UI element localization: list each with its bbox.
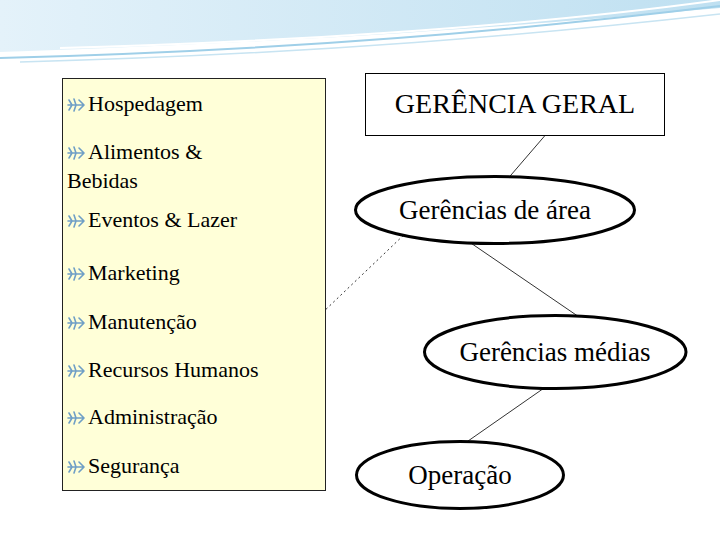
bullet-icon xyxy=(67,97,85,113)
bullet-plane xyxy=(68,461,84,473)
level-label: Operação xyxy=(408,460,511,491)
area-label: Marketing xyxy=(88,260,180,285)
list-item: Hospedagem xyxy=(67,89,319,118)
bullet-plane xyxy=(68,99,84,111)
ellipse-shape xyxy=(356,177,635,244)
area-label: Manutenção xyxy=(88,309,197,334)
area-label: Eventos & Lazer xyxy=(88,207,237,232)
bullet-icon xyxy=(67,459,85,475)
list-item: Manutenção xyxy=(67,307,319,336)
bullet-plane xyxy=(68,317,84,329)
bullet-plane xyxy=(68,147,84,159)
title-box: GERÊNCIA GERAL xyxy=(365,73,665,136)
bullet-icon xyxy=(67,315,85,331)
level-ellipse: Gerências de área xyxy=(354,175,636,245)
bullet-icon xyxy=(67,145,85,161)
bullet-icon xyxy=(67,363,85,379)
bullet-plane xyxy=(68,365,84,377)
area-label: Segurança xyxy=(88,453,180,478)
hierarchy-connector xyxy=(471,243,578,316)
list-item: Marketing xyxy=(67,258,319,287)
list-item: Administração xyxy=(67,402,319,431)
swoosh-line xyxy=(20,14,720,62)
level-label: Gerências de área xyxy=(399,195,591,226)
bullet-plane xyxy=(68,215,84,227)
bullet-plane xyxy=(68,268,84,280)
list-item: Segurança xyxy=(67,451,319,480)
bullet-plane xyxy=(68,412,84,424)
level-label: GERÊNCIA GERAL xyxy=(395,88,635,120)
list-item: Alimentos & Bebidas xyxy=(67,137,242,195)
bullet-icon xyxy=(67,410,85,426)
swoosh-line xyxy=(60,0,720,48)
hierarchy-connector xyxy=(326,235,403,309)
area-label: Alimentos & Bebidas xyxy=(67,139,202,193)
level-ellipse: Operação xyxy=(355,440,565,510)
ellipse-shape xyxy=(424,316,686,389)
hierarchy-connector xyxy=(510,136,545,177)
level-ellipse: Gerências médias xyxy=(423,314,688,390)
area-label: Administração xyxy=(88,404,218,429)
ellipse-shape xyxy=(357,442,564,509)
bullet-icon xyxy=(67,213,85,229)
area-label: Hospedagem xyxy=(88,91,203,116)
hierarchy-connector xyxy=(467,388,543,441)
level-label: Gerências médias xyxy=(459,337,650,368)
list-box: HospedagemAlimentos & BebidasEventos & L… xyxy=(62,78,326,491)
list-item: Eventos & Lazer xyxy=(67,205,319,234)
area-label: Recursos Humanos xyxy=(88,357,258,382)
bullet-icon xyxy=(67,266,85,282)
list-item: Recursos Humanos xyxy=(67,355,319,384)
